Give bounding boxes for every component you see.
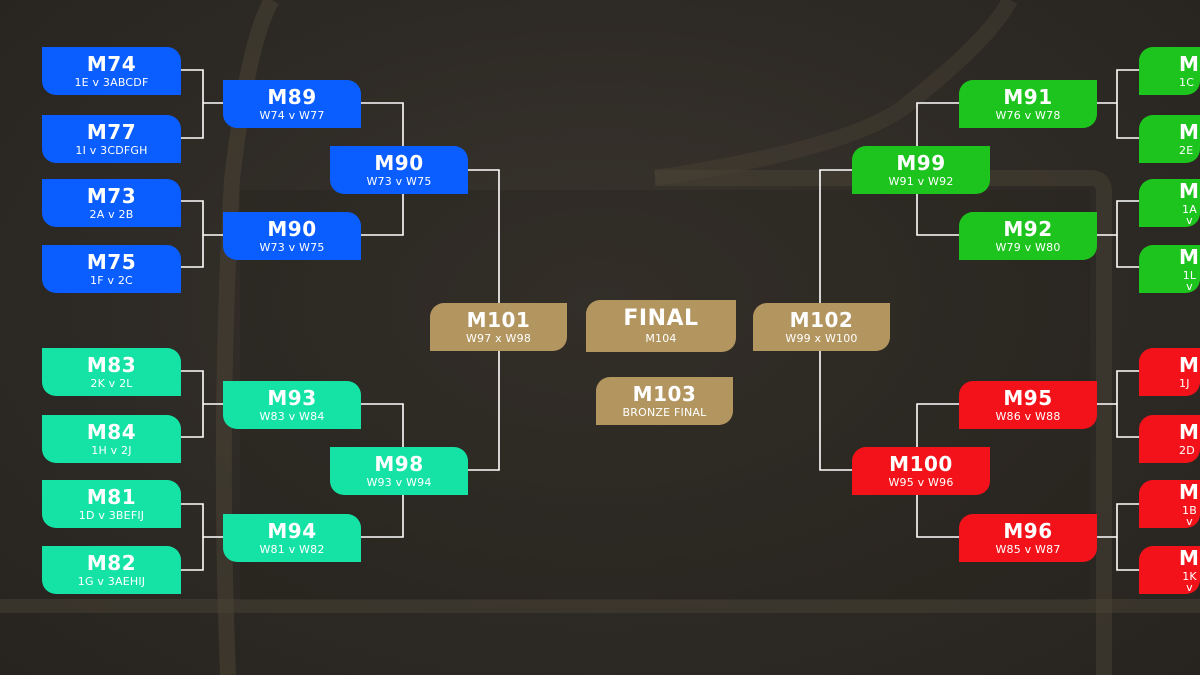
match-box-final[interactable]: FINAL M104 — [586, 300, 736, 352]
match-pairing: 1D v 3BEFIJ — [78, 509, 145, 522]
match-box-r32[interactable]: M 1B v — [1139, 480, 1200, 528]
match-pairing: 2A v 2B — [89, 208, 134, 221]
match-id: M — [1179, 420, 1200, 444]
match-pairing: 1J — [1179, 377, 1190, 390]
match-id: M96 — [1003, 519, 1053, 543]
match-pairing: W79 v W80 — [995, 241, 1061, 254]
match-pairing: W85 v W87 — [995, 543, 1061, 556]
match-pairing: W99 x W100 — [785, 332, 858, 345]
final-match-number: M104 — [645, 332, 677, 345]
match-id: M — [1179, 52, 1200, 76]
match-box-r32[interactable]: M 1L v — [1139, 245, 1200, 293]
match-id: M81 — [86, 485, 137, 509]
match-pairing: 1E v 3ABCDF — [74, 76, 149, 89]
match-box-r16[interactable]: M89 W74 v W77 — [223, 80, 361, 128]
match-id: M101 — [466, 308, 531, 332]
match-box-r32[interactable]: M74 1E v 3ABCDF — [42, 47, 181, 95]
match-pairing: 2D — [1179, 444, 1195, 457]
match-box-r32[interactable]: M73 2A v 2B — [42, 179, 181, 227]
match-id: M90 — [374, 151, 424, 175]
match-pairing: W86 v W88 — [995, 410, 1061, 423]
match-id: M — [1179, 353, 1200, 377]
match-pairing: 1C — [1179, 76, 1195, 89]
match-pairing: 1F v 2C — [90, 274, 133, 287]
match-box-qf[interactable]: M98 W93 v W94 — [330, 447, 468, 495]
match-box-r32[interactable]: M 1J — [1139, 348, 1200, 396]
match-pairing: W93 v W94 — [366, 476, 432, 489]
match-box-r16[interactable]: M92 W79 v W80 — [959, 212, 1097, 260]
match-pairing: W73 v W75 — [259, 241, 325, 254]
match-box-r32[interactable]: M81 1D v 3BEFIJ — [42, 480, 181, 528]
match-box-r32[interactable]: M83 2K v 2L — [42, 348, 181, 396]
match-box-r32[interactable]: M 2D — [1139, 415, 1200, 463]
match-box-qf[interactable]: M99 W91 v W92 — [852, 146, 990, 194]
match-pairing: W74 v W77 — [259, 109, 325, 122]
match-box-semifinal[interactable]: M101 W97 x W98 — [430, 303, 567, 351]
match-id: M — [1179, 244, 1200, 269]
match-box-r32[interactable]: M75 1F v 2C — [42, 245, 181, 293]
match-id: M — [1179, 178, 1200, 203]
match-pairing: W73 v W75 — [366, 175, 432, 188]
match-id: M94 — [267, 519, 317, 543]
match-pairing: W81 v W82 — [259, 543, 325, 556]
match-pairing: 1K v — [1182, 569, 1197, 594]
final-title: FINAL — [623, 306, 699, 331]
match-box-r16[interactable]: M91 W76 v W78 — [959, 80, 1097, 128]
match-pairing: 1B v — [1182, 503, 1197, 528]
match-box-r16[interactable]: M94 W81 v W82 — [223, 514, 361, 562]
match-id: M99 — [896, 151, 946, 175]
match-id: M93 — [267, 386, 317, 410]
match-pairing: W91 v W92 — [888, 175, 954, 188]
match-box-qf[interactable]: M100 W95 v W96 — [852, 447, 990, 495]
match-pairing: 1A v — [1182, 202, 1197, 227]
match-id: M90 — [267, 217, 317, 241]
match-box-r32[interactable]: M 1K v — [1139, 546, 1200, 594]
match-id: M77 — [86, 120, 137, 144]
match-box-r32[interactable]: M77 1I v 3CDFGH — [42, 115, 181, 163]
match-box-semifinal[interactable]: M102 W99 x W100 — [753, 303, 890, 351]
match-id: M — [1179, 545, 1200, 570]
match-id: M82 — [86, 551, 137, 575]
match-id: M — [1179, 120, 1200, 144]
match-pairing: 2K v 2L — [90, 377, 133, 390]
match-id: M84 — [86, 420, 137, 444]
match-box-r16[interactable]: M93 W83 v W84 — [223, 381, 361, 429]
match-box-r16[interactable]: M95 W86 v W88 — [959, 381, 1097, 429]
match-id: M91 — [1003, 85, 1053, 109]
match-id: M74 — [86, 52, 137, 76]
match-id: M83 — [86, 353, 137, 377]
bronze-final-label: BRONZE FINAL — [622, 406, 707, 419]
match-box-bronze-final[interactable]: M103 BRONZE FINAL — [596, 377, 733, 425]
match-box-r32[interactable]: M 2E — [1139, 115, 1200, 163]
match-pairing: 1G v 3AEHIJ — [77, 575, 146, 588]
match-id: M95 — [1003, 386, 1053, 410]
match-id: M92 — [1003, 217, 1053, 241]
match-pairing: 1I v 3CDFGH — [75, 144, 148, 157]
match-id: M73 — [86, 184, 137, 208]
match-id: M103 — [632, 382, 697, 406]
match-id: M75 — [86, 250, 137, 274]
match-pairing: W83 v W84 — [259, 410, 325, 423]
match-box-r16[interactable]: M90 W73 v W75 — [223, 212, 361, 260]
match-box-r32[interactable]: M84 1H v 2J — [42, 415, 181, 463]
match-box-r32[interactable]: M 1C — [1139, 47, 1200, 95]
match-id: M102 — [789, 308, 854, 332]
match-pairing: W76 v W78 — [995, 109, 1061, 122]
match-id: M98 — [374, 452, 424, 476]
match-pairing: W95 v W96 — [888, 476, 954, 489]
match-pairing: 2E — [1179, 144, 1194, 157]
match-pairing: 1L v — [1182, 268, 1197, 293]
match-id: M89 — [267, 85, 317, 109]
match-box-r32[interactable]: M82 1G v 3AEHIJ — [42, 546, 181, 594]
match-box-r16[interactable]: M96 W85 v W87 — [959, 514, 1097, 562]
match-box-qf[interactable]: M90 W73 v W75 — [330, 146, 468, 194]
match-id: M100 — [889, 452, 953, 476]
match-id: M — [1179, 479, 1200, 504]
match-pairing: W97 x W98 — [465, 332, 532, 345]
match-pairing: 1H v 2J — [91, 444, 132, 457]
match-box-r32[interactable]: M 1A v — [1139, 179, 1200, 227]
